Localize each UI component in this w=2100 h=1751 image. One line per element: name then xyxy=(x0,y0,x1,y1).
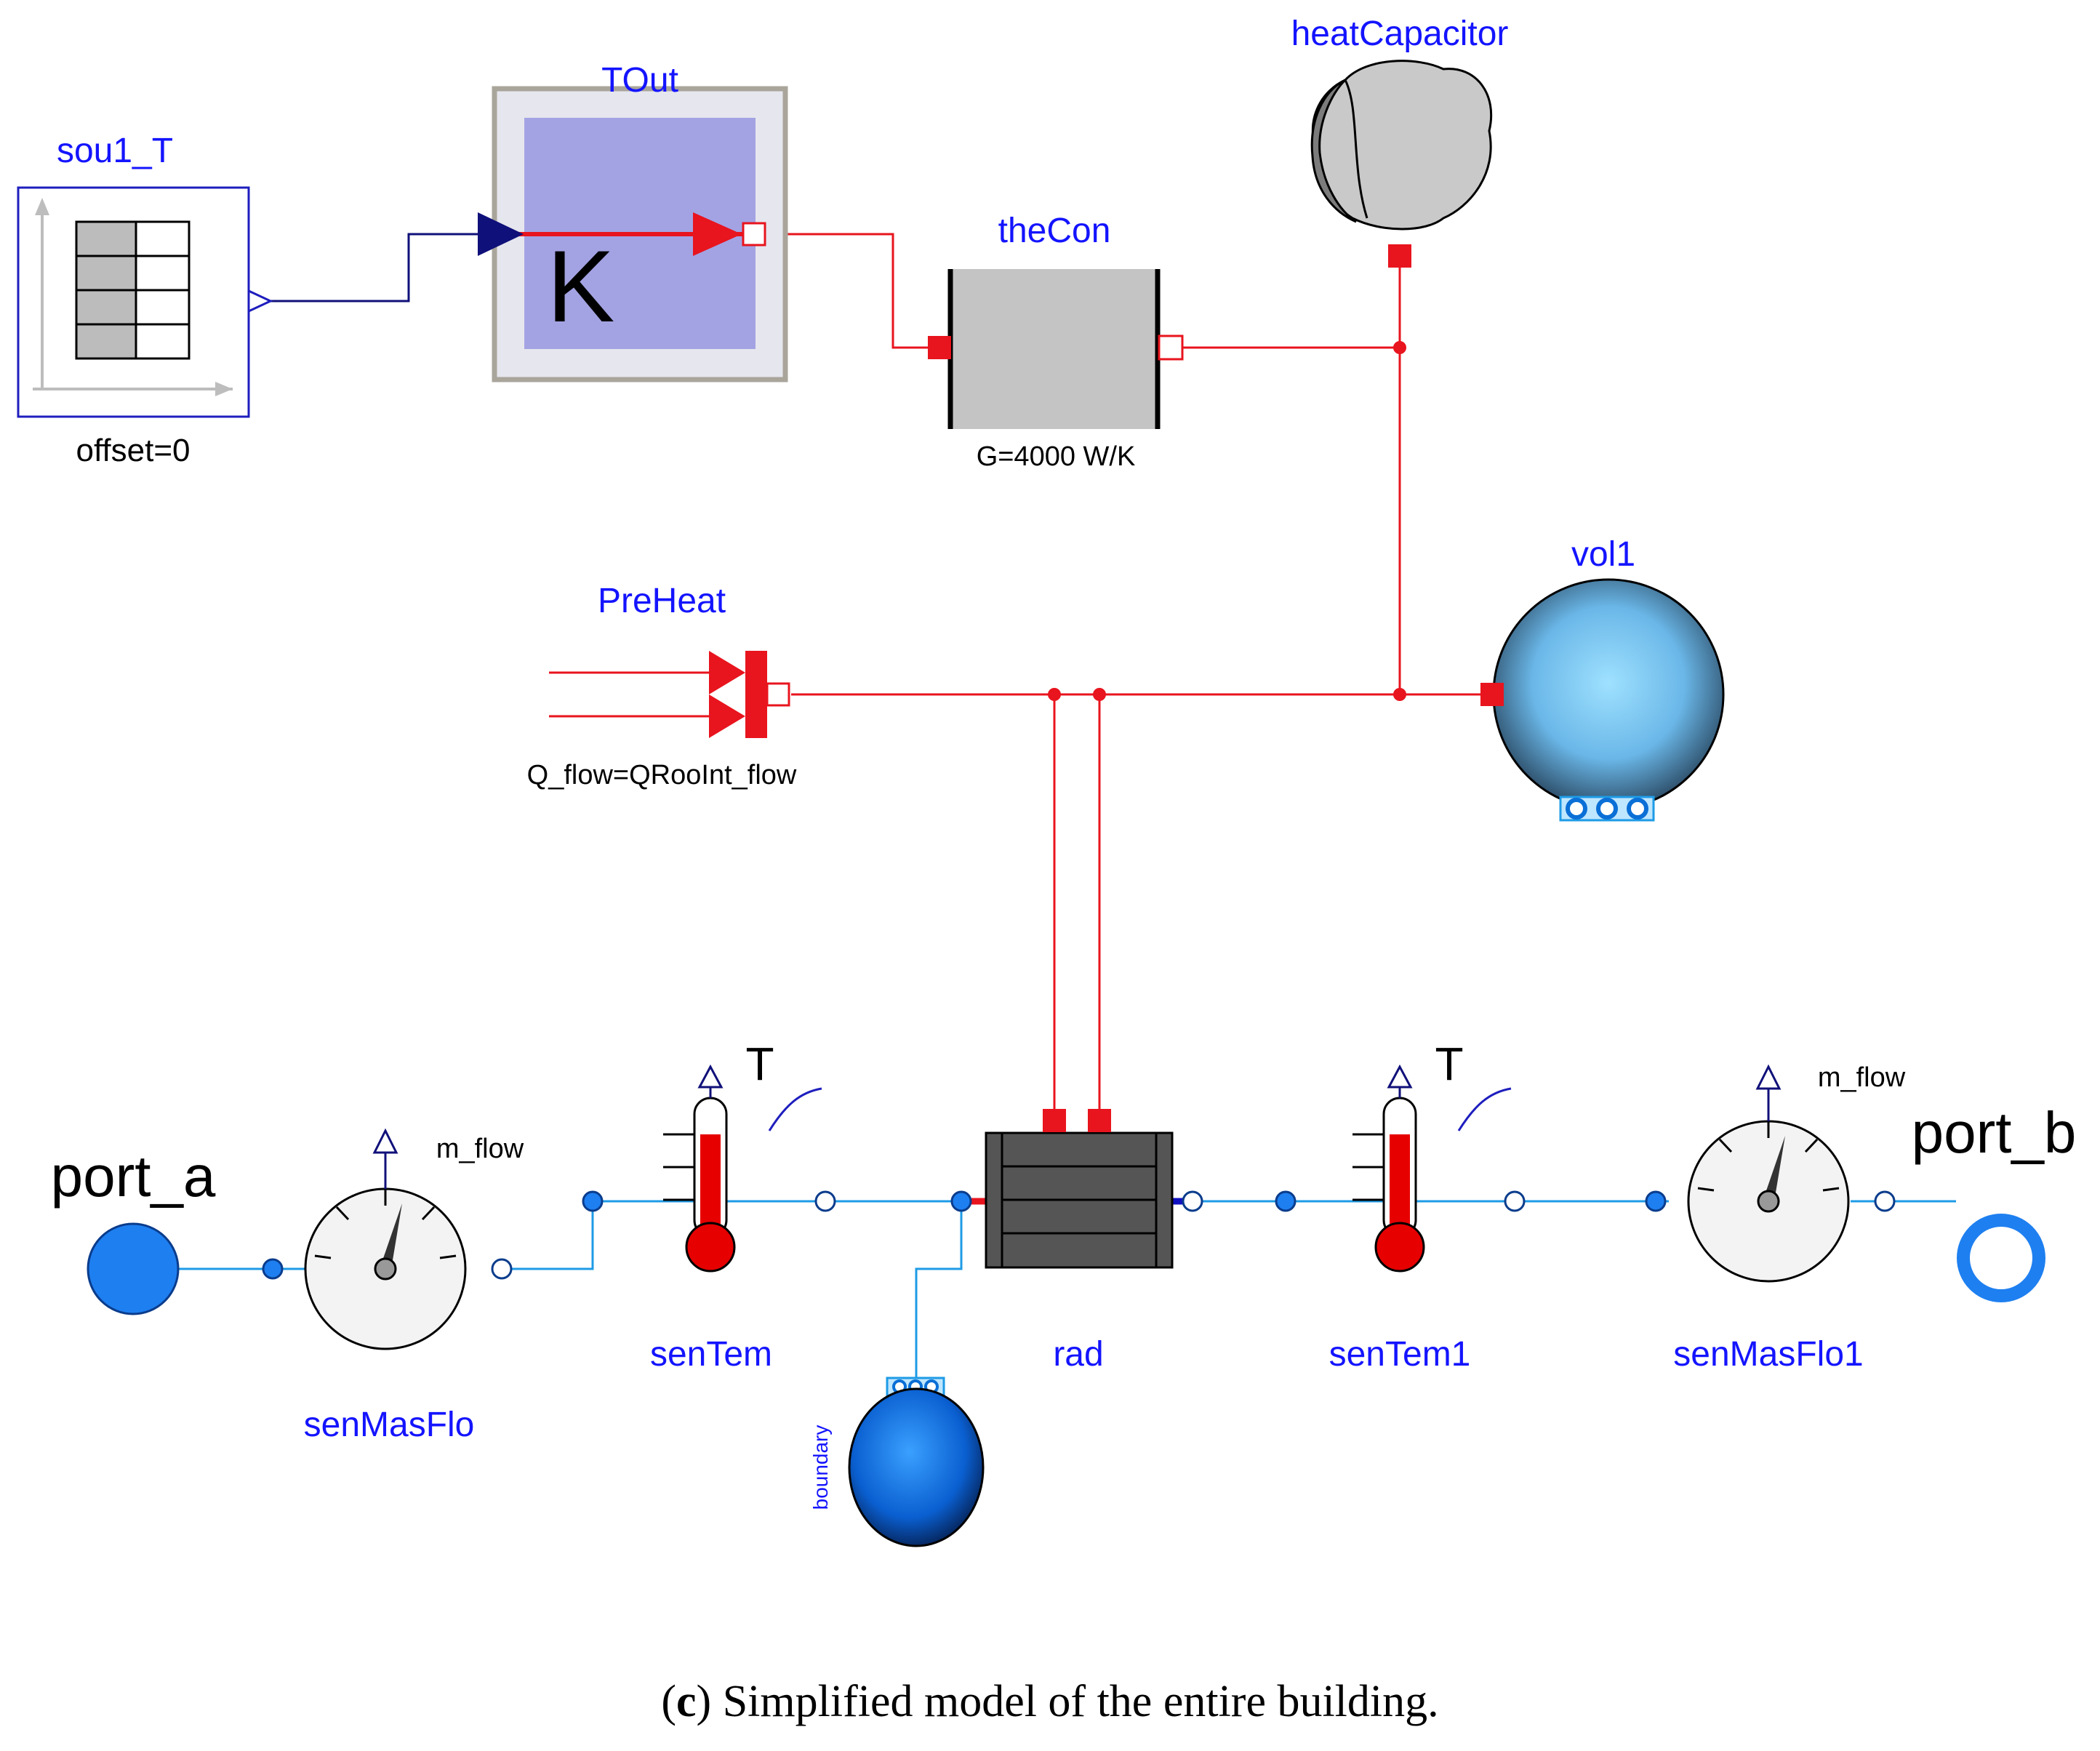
volume-sphere xyxy=(1492,578,1725,811)
heat-capacitor-label: heatCapacitor xyxy=(1291,15,1509,53)
heat-port-filled[interactable] xyxy=(1388,244,1411,268)
fluid-port-open[interactable] xyxy=(1182,1190,1203,1212)
signal-output-triangle[interactable] xyxy=(372,1128,398,1154)
port-a-block[interactable] xyxy=(87,1222,180,1315)
tout-unit-text: K xyxy=(547,229,614,343)
preheat-block[interactable] xyxy=(709,651,790,738)
fluid-port-filled[interactable] xyxy=(582,1190,604,1212)
fluid-wire-boundary xyxy=(915,1201,963,1382)
heat-junction xyxy=(1393,688,1406,701)
sou1-t-label: sou1_T xyxy=(57,132,173,170)
output-port-triangle[interactable] xyxy=(247,289,273,313)
sen-mas-flo-label: senMasFlo xyxy=(304,1406,475,1444)
figure-caption: (c) Simplified model of the entire build… xyxy=(661,1677,1438,1726)
gauge-needle xyxy=(380,1203,402,1269)
heat-port-open[interactable] xyxy=(1158,334,1184,361)
fluid-wire-senmasflo-to-sentem xyxy=(502,1200,716,1270)
sen-mas-flo1-signal: m_flow xyxy=(1818,1062,1906,1093)
heat-junction xyxy=(1393,341,1406,354)
heat-capacitor-block[interactable] xyxy=(1310,60,1493,268)
signal-wire-sou1-to-tout xyxy=(267,233,494,302)
boundary-sphere xyxy=(848,1387,985,1547)
sen-mas-flo-signal: m_flow xyxy=(436,1134,524,1164)
caption-letter: c xyxy=(676,1677,697,1726)
heat-port-filled[interactable] xyxy=(1043,1109,1066,1132)
heat-junction xyxy=(1048,688,1061,701)
heat-wire-tout-to-thecon xyxy=(766,233,938,349)
temperature-curve-icon xyxy=(768,1087,822,1131)
preheat-param: Q_flow=QRooInt_flow xyxy=(527,760,797,790)
tout-label: TOut xyxy=(601,61,678,100)
tout-block[interactable]: K xyxy=(478,86,788,382)
sen-tem1-label: senTem1 xyxy=(1329,1335,1471,1374)
rad-block[interactable] xyxy=(950,1109,1203,1269)
heat-port-filled[interactable] xyxy=(1088,1109,1111,1132)
heat-port-filled[interactable] xyxy=(1480,683,1504,706)
gauge-needle xyxy=(1763,1136,1785,1201)
port-a-label: port_a xyxy=(51,1144,216,1209)
port-b-block[interactable] xyxy=(1957,1214,2045,1302)
sou1-t-param: offset=0 xyxy=(76,433,191,468)
heat-port-open[interactable] xyxy=(742,222,766,247)
fluid-port-open[interactable] xyxy=(1874,1190,1896,1212)
fluid-port-open[interactable] xyxy=(1957,1214,2045,1302)
sen-tem-signal: T xyxy=(745,1038,774,1090)
port-b-label: port_b xyxy=(1912,1100,2077,1165)
boundary-block[interactable] xyxy=(848,1377,985,1547)
sen-tem-block[interactable] xyxy=(582,1064,836,1273)
thecon-block[interactable] xyxy=(928,269,1184,429)
sou1-t-block[interactable] xyxy=(17,186,273,418)
boundary-label: boundary xyxy=(809,1425,832,1510)
heat-port-open[interactable] xyxy=(766,682,790,707)
fluid-port-filled[interactable] xyxy=(1275,1190,1297,1212)
fluid-port-filled[interactable] xyxy=(262,1258,284,1280)
vol1-block[interactable] xyxy=(1480,578,1725,822)
sen-mas-flo-block[interactable] xyxy=(262,1128,513,1350)
temperature-curve-icon xyxy=(1457,1087,1512,1131)
signal-input-triangle[interactable] xyxy=(478,212,524,256)
sen-mas-flo1-label: senMasFlo1 xyxy=(1673,1335,1863,1374)
fluid-port-open[interactable] xyxy=(814,1190,836,1212)
heat-connections xyxy=(549,233,1491,1110)
thecon-param: G=4000 W/K xyxy=(977,441,1136,472)
sen-tem1-signal: T xyxy=(1435,1038,1463,1090)
fluid-port-open[interactable] xyxy=(1504,1190,1526,1212)
preheat-label: PreHeat xyxy=(598,582,726,620)
thecon-label: theCon xyxy=(998,212,1111,250)
signal-output-triangle[interactable] xyxy=(697,1064,724,1089)
fluid-port-filled[interactable] xyxy=(1645,1190,1667,1212)
junction-dots xyxy=(1048,341,1406,701)
caption-text: Simplified model of the entire building. xyxy=(711,1677,1438,1726)
signal-output-triangle[interactable] xyxy=(1755,1064,1782,1090)
signal-output-triangle[interactable] xyxy=(1387,1064,1413,1089)
signal-connections xyxy=(267,233,494,302)
heat-port-filled[interactable] xyxy=(928,336,951,359)
fluid-port-filled[interactable] xyxy=(950,1190,972,1212)
vol1-label: vol1 xyxy=(1571,535,1635,574)
fluid-port-open[interactable] xyxy=(491,1258,513,1280)
sen-tem-label: senTem xyxy=(650,1335,772,1374)
rad-label: rad xyxy=(1053,1335,1103,1374)
fluid-port-filled[interactable] xyxy=(87,1222,180,1315)
sen-tem1-block[interactable] xyxy=(1275,1064,1526,1273)
heat-junction xyxy=(1093,688,1106,701)
sen-mas-flo1-block[interactable] xyxy=(1645,1064,1896,1283)
